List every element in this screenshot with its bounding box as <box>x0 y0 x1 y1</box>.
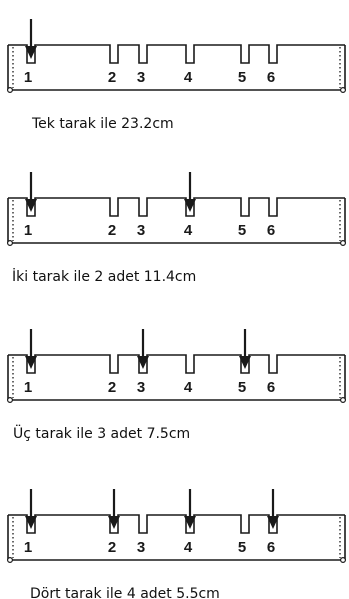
arrow-down-icon <box>25 489 37 529</box>
arrow-down-icon <box>25 329 37 369</box>
slot-number-5: 5 <box>238 379 246 396</box>
arrow-down-icon <box>25 19 37 59</box>
tray-outline <box>8 514 345 534</box>
slot-number-2: 2 <box>108 539 116 556</box>
panel-caption: Tek tarak ile 23.2cm <box>31 116 174 132</box>
tray-left-hinge <box>6 86 14 93</box>
arrow-down-icon <box>184 172 196 212</box>
tray-left-hinge <box>6 397 14 404</box>
panel-caption: İki tarak ile 2 adet 11.4cm <box>12 267 196 285</box>
tray-right-hinge <box>340 397 347 404</box>
tray-outline <box>8 354 345 374</box>
slot-number-3: 3 <box>137 539 145 556</box>
arrow-down-icon <box>184 489 196 529</box>
slot-number-5: 5 <box>238 222 246 239</box>
slot-number-3: 3 <box>137 69 145 86</box>
slot-number-2: 2 <box>108 69 116 86</box>
slot-number-2: 2 <box>108 222 116 239</box>
tray-left-hinge <box>6 556 14 563</box>
slot-number-4: 4 <box>184 69 193 86</box>
slot-number-1: 1 <box>24 222 32 239</box>
panel-3: 1 2 3 4 5 6 Üç tarak ile 3 adet 7.5cm <box>6 329 347 442</box>
slot-number-4: 4 <box>184 539 193 556</box>
slot-number-6: 6 <box>267 222 275 239</box>
arrow-down-icon <box>239 329 251 369</box>
slot-number-1: 1 <box>24 379 32 396</box>
slot-number-6: 6 <box>267 539 275 556</box>
arrow-down-icon <box>137 329 149 369</box>
slot-number-1: 1 <box>24 69 32 86</box>
slot-number-1: 1 <box>24 539 32 556</box>
arrow-down-icon <box>108 489 120 529</box>
tray-right-hinge <box>340 240 347 247</box>
slot-number-4: 4 <box>184 222 193 239</box>
tray-right-hinge <box>340 556 347 563</box>
panel-caption: Üç tarak ile 3 adet 7.5cm <box>13 424 190 442</box>
slot-number-5: 5 <box>238 69 246 86</box>
slot-number-3: 3 <box>137 379 145 396</box>
tray-outline <box>8 197 345 217</box>
arrow-down-icon <box>267 489 279 529</box>
slot-number-2: 2 <box>108 379 116 396</box>
panel-caption: Dört tarak ile 4 adet 5.5cm <box>30 586 220 599</box>
slot-number-6: 6 <box>267 69 275 86</box>
slot-number-5: 5 <box>238 539 246 556</box>
slot-number-4: 4 <box>184 379 193 396</box>
tray-left-hinge <box>6 240 14 247</box>
slot-number-3: 3 <box>137 222 145 239</box>
tray-right-hinge <box>340 86 347 93</box>
arrow-down-icon <box>25 172 37 212</box>
tray-outline <box>8 44 345 64</box>
slot-number-6: 6 <box>267 379 275 396</box>
